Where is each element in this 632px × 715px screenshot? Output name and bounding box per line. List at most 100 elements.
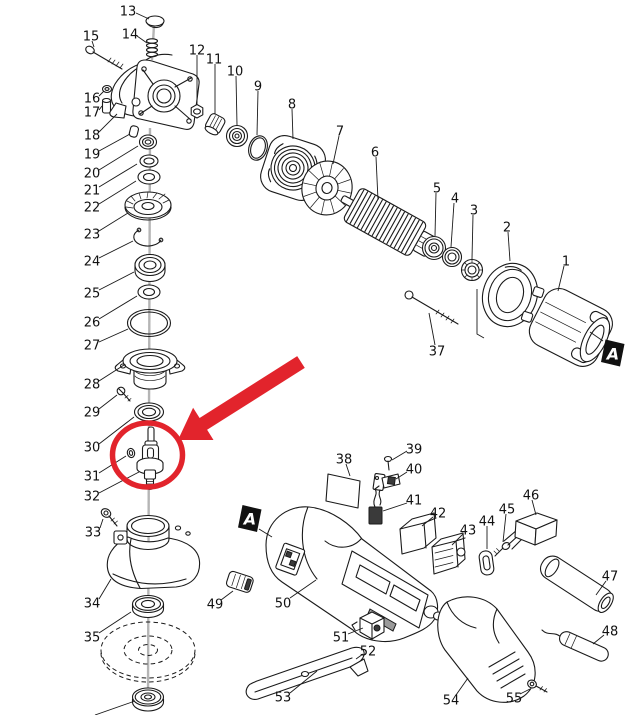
part-21-leader [98, 163, 138, 188]
highlight-annotation [109, 356, 305, 490]
part-17-leader [98, 105, 103, 111]
part-46-label: 46 [523, 489, 540, 504]
section-marker-a-2-box [238, 505, 262, 532]
part-40-label: 40 [406, 463, 423, 478]
part-21-drawing [139, 154, 159, 168]
part-18-leader [98, 113, 118, 133]
part-10-drawing [225, 124, 249, 148]
part-35-label: 35 [84, 631, 101, 646]
part-37-label: 37 [429, 345, 446, 360]
part-52-label: 52 [360, 645, 377, 660]
part-47-label: 47 [602, 570, 619, 585]
part-55-label: 55 [506, 692, 523, 707]
part-30-drawing [133, 402, 165, 422]
part-23-drawing [124, 191, 172, 221]
part-37-leader [428, 312, 436, 346]
part-47-drawing [539, 555, 614, 614]
part-34-label: 34 [84, 597, 101, 612]
part-48-leader [592, 634, 605, 645]
part-15-label: 15 [83, 30, 100, 45]
part-8-label: 8 [288, 98, 296, 113]
part-16-drawing [101, 84, 113, 94]
part-14-drawing [145, 38, 159, 58]
section-marker-a-1-label: A [605, 345, 619, 364]
part-55-drawing [527, 679, 548, 693]
part-28-leader [98, 364, 125, 382]
part-25-drawing [134, 253, 166, 282]
part-18-label: 18 [84, 129, 101, 144]
part-55-leader [519, 688, 531, 695]
part-19-label: 19 [84, 148, 101, 163]
part-43-drawing [431, 532, 466, 575]
part-54-leader [455, 677, 469, 696]
part-5-leader [434, 192, 437, 237]
part-1-drawing [528, 288, 613, 367]
part-40-leader [395, 471, 408, 480]
part-9-label: 9 [254, 80, 262, 95]
part-29-leader [98, 394, 118, 410]
part-33-drawing [100, 508, 118, 527]
part-13-label: 13 [120, 5, 137, 20]
part-20-drawing [138, 134, 158, 150]
part-27-leader [98, 328, 129, 343]
part-28-label: 28 [84, 378, 101, 393]
part-16-label: 16 [84, 92, 101, 107]
part-2-drawing [481, 262, 545, 328]
part-15-leader [91, 40, 95, 48]
part-38-leader [345, 463, 351, 477]
part-51-label: 51 [333, 631, 350, 646]
part-9-leader [256, 90, 259, 136]
part-49-leader [220, 590, 234, 601]
part-7-label: 7 [336, 125, 344, 140]
part-12-drawing [190, 103, 204, 119]
part-13-leader [135, 12, 150, 20]
part-4-leader [450, 202, 455, 248]
part-45-label: 45 [499, 503, 516, 518]
part-22-drawing [137, 169, 161, 185]
part-47-leader [595, 580, 607, 596]
part-7-drawing [301, 160, 353, 216]
part-22-leader [98, 180, 137, 205]
part-39-leader [391, 450, 408, 461]
part-10-label: 10 [227, 65, 244, 80]
part-28-drawing [114, 348, 186, 390]
part-27-label: 27 [84, 339, 101, 354]
part-35-leader [98, 611, 132, 634]
part-51-leader [347, 627, 364, 635]
part-5-label: 5 [433, 182, 441, 197]
part-9-drawing [248, 135, 268, 161]
part-44-label: 44 [479, 515, 496, 530]
part-54-label: 54 [443, 694, 460, 709]
part-12-label: 12 [189, 44, 206, 59]
part-39-drawing [383, 455, 393, 471]
part-33-leader [99, 518, 104, 529]
part-3-leader [471, 214, 474, 260]
part-4-drawing [441, 246, 463, 268]
part-24-leader [98, 240, 134, 259]
part-19-leader [98, 133, 131, 152]
part-16-leader [98, 90, 105, 97]
part-41-drawing [368, 485, 383, 525]
part-18-drawing [109, 53, 200, 130]
part-6-label: 6 [371, 146, 379, 161]
part-19-drawing [128, 125, 140, 138]
part-24-drawing [133, 227, 164, 247]
part-17-drawing [101, 97, 112, 114]
part-26-label: 26 [84, 316, 101, 331]
part-38-drawing [325, 473, 361, 509]
part-53-drawing [245, 646, 369, 700]
part-41-leader [382, 502, 408, 512]
section-marker-a-1-box [601, 339, 625, 367]
part-45-drawing [493, 541, 511, 557]
part-11-drawing [204, 113, 226, 136]
part-32-label: 32 [84, 490, 101, 505]
part-40-drawing [372, 473, 401, 506]
part-51-drawing [351, 611, 385, 640]
part-37-drawing [404, 289, 485, 339]
part-50-leader [289, 579, 317, 599]
part-45-leader [502, 513, 507, 543]
part-6-leader [375, 156, 379, 201]
part-29-drawing [116, 386, 132, 402]
